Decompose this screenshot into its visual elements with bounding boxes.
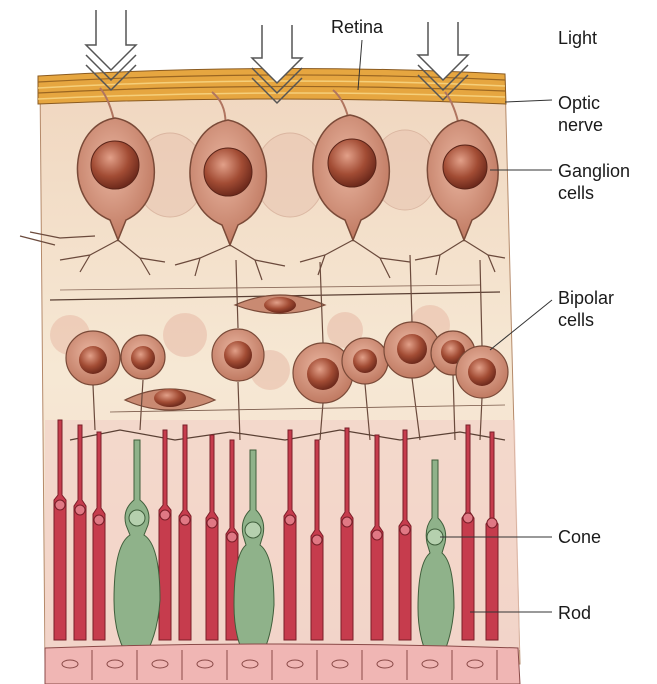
retina-label: Retina [331, 16, 383, 38]
cone-label: Cone [558, 526, 601, 548]
optic-nerve-label-line-1: Optic [558, 92, 657, 114]
ganglion-cells-label: Ganglion cells [558, 160, 657, 204]
bipolar-cells-label-line-2: cells [558, 309, 657, 331]
ganglion-cells-label-line-1: Ganglion [558, 160, 657, 182]
ganglion-cells-label-line-2: cells [558, 182, 657, 204]
rod-label: Rod [558, 602, 591, 624]
optic-nerve-leader [505, 100, 552, 102]
bipolar-cell [66, 331, 120, 385]
pigment-epithelium [45, 644, 520, 684]
bipolar-cell [121, 335, 165, 379]
background-cells [135, 130, 438, 217]
bipolar-cells-label-line-1: Bipolar [558, 287, 657, 309]
optic-nerve-label-line-2: nerve [558, 114, 657, 136]
optic-nerve-label: Optic nerve [558, 92, 657, 136]
light-label: Light [558, 27, 597, 49]
bipolar-cell [456, 346, 508, 398]
bipolar-cells-label: Bipolar cells [558, 287, 657, 331]
bipolar-cell [212, 329, 264, 381]
bipolar-cell [342, 338, 388, 384]
